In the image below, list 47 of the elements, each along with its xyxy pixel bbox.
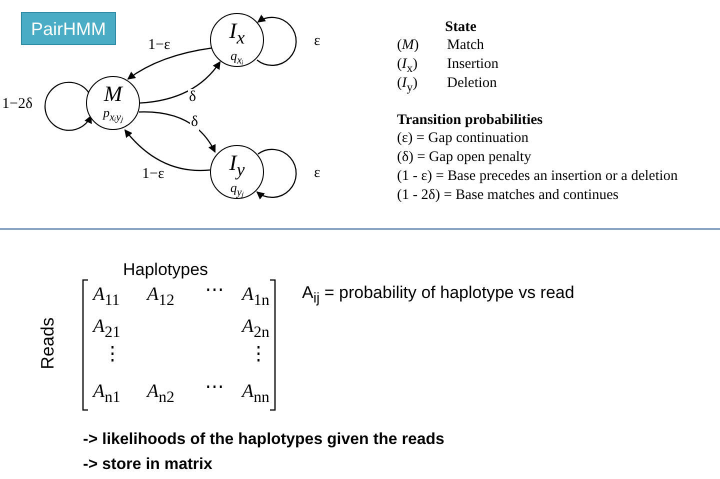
- emission-probability: q$_{yⱼ}$: [229, 181, 245, 200]
- legend-text: (1 - 2δ) = Base matches and continues: [397, 187, 619, 204]
- state-symbol: (I$_{x}$): [397, 56, 418, 76]
- legend-heading: Transition probabilities: [397, 112, 543, 129]
- state-name: Insertion: [447, 56, 499, 73]
- legend-text: (δ) = Gap open penalty: [397, 149, 532, 166]
- state-name: Deletion: [447, 75, 497, 92]
- arrow: [139, 111, 216, 153]
- state-circle: [210, 13, 264, 67]
- matrix-dots: ⋮: [103, 344, 122, 366]
- matrix-dots: ⋯: [205, 280, 224, 302]
- matrix-entry: A$_{2n}$: [242, 316, 270, 342]
- arrow: [127, 47, 212, 80]
- self-loop-arrow: [256, 14, 297, 66]
- matrix-entry: A$_{1n}$: [242, 284, 270, 310]
- state-symbol: I$_{x}$: [228, 19, 246, 50]
- axis-title: Haplotypes: [123, 260, 208, 280]
- matrix-dots: ⋮: [249, 344, 268, 366]
- state-symbol: (I$_{y}$): [397, 75, 418, 95]
- edge-label: δ: [190, 114, 200, 131]
- self-loop-arrow: [256, 148, 297, 200]
- matrix-dots: ⋯: [205, 377, 224, 399]
- matrix-entry: A$_{nn}$: [242, 381, 270, 407]
- state-name: Match: [447, 37, 484, 54]
- arrow: [140, 61, 221, 104]
- legend-heading: State: [445, 19, 476, 36]
- arrow: [124, 129, 210, 172]
- note-text: -> store in matrix: [83, 456, 212, 474]
- matrix-entry: A$_{n2}$: [147, 381, 174, 407]
- state-symbol: M: [102, 82, 124, 106]
- matrix-entry: A$_{n1}$: [93, 381, 120, 407]
- title-tag: PairHMM: [21, 12, 116, 45]
- definition-text: A$_{ij}$ = probability of haplotype vs read: [302, 283, 574, 307]
- legend-text: (1 - ε) = Base precedes an insertion or a deletion: [397, 168, 678, 185]
- matrix-entry: A$_{21}$: [93, 316, 120, 342]
- matrix-entry: A$_{11}$: [93, 284, 120, 310]
- state-circle: [86, 76, 140, 130]
- state-circle: [210, 145, 264, 199]
- state-symbol: (M): [397, 37, 419, 54]
- axis-title: Reads: [38, 317, 58, 370]
- emission-probability: p$_{xᵢyⱼ}$: [102, 106, 124, 125]
- legend-text: (ε) = Gap continuation: [397, 130, 528, 147]
- note-text: -> likelihoods of the haplotypes given the reads: [83, 431, 444, 450]
- state-symbol: I$_{y}$: [228, 151, 246, 182]
- emission-probability: q$_{xᵢ}$: [229, 49, 245, 68]
- matrix-entry: A$_{12}$: [147, 284, 174, 310]
- self-loop-arrow: [44, 82, 92, 131]
